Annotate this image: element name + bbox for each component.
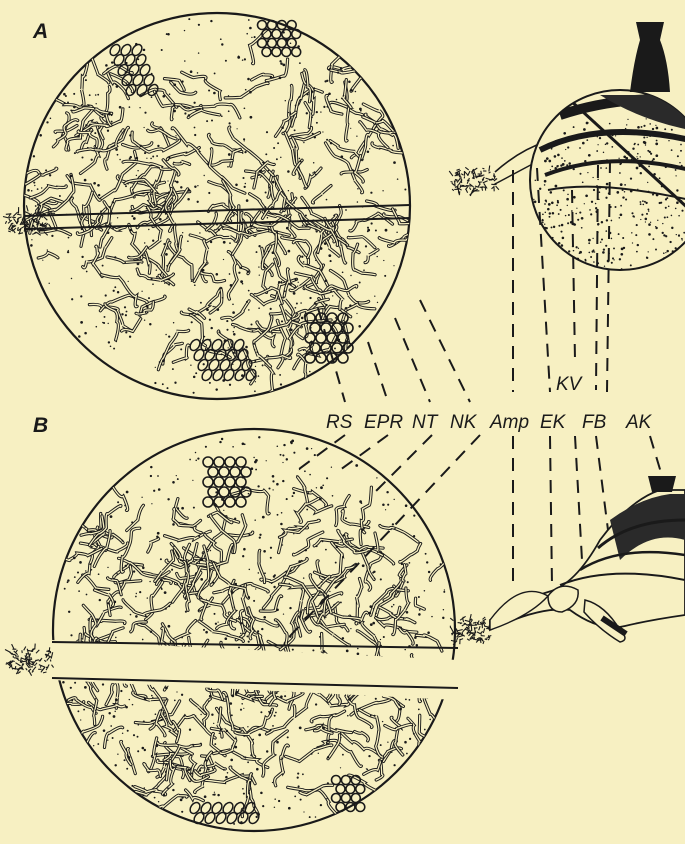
panel-label-a: A [32,20,48,43]
tuft-right-a [449,166,499,197]
label-ek: EK [540,412,567,433]
gland-section-c [530,22,685,287]
label-nt: NT [412,412,439,433]
panel-label-b: B [33,414,48,437]
label-nk: NK [450,412,478,433]
tuft-left-b [5,644,54,676]
section-b-circle [47,429,458,831]
label-amp: Amp [489,412,529,433]
label-fb: FB [582,412,607,433]
tuft-right-b [450,614,494,645]
label-epr: EPR [364,412,403,433]
label-ak: AK [625,412,653,433]
section-a-circle [12,13,427,405]
label-rs: RS [326,412,353,433]
label-kv: KV [556,374,584,395]
gland-section-d [490,476,685,642]
